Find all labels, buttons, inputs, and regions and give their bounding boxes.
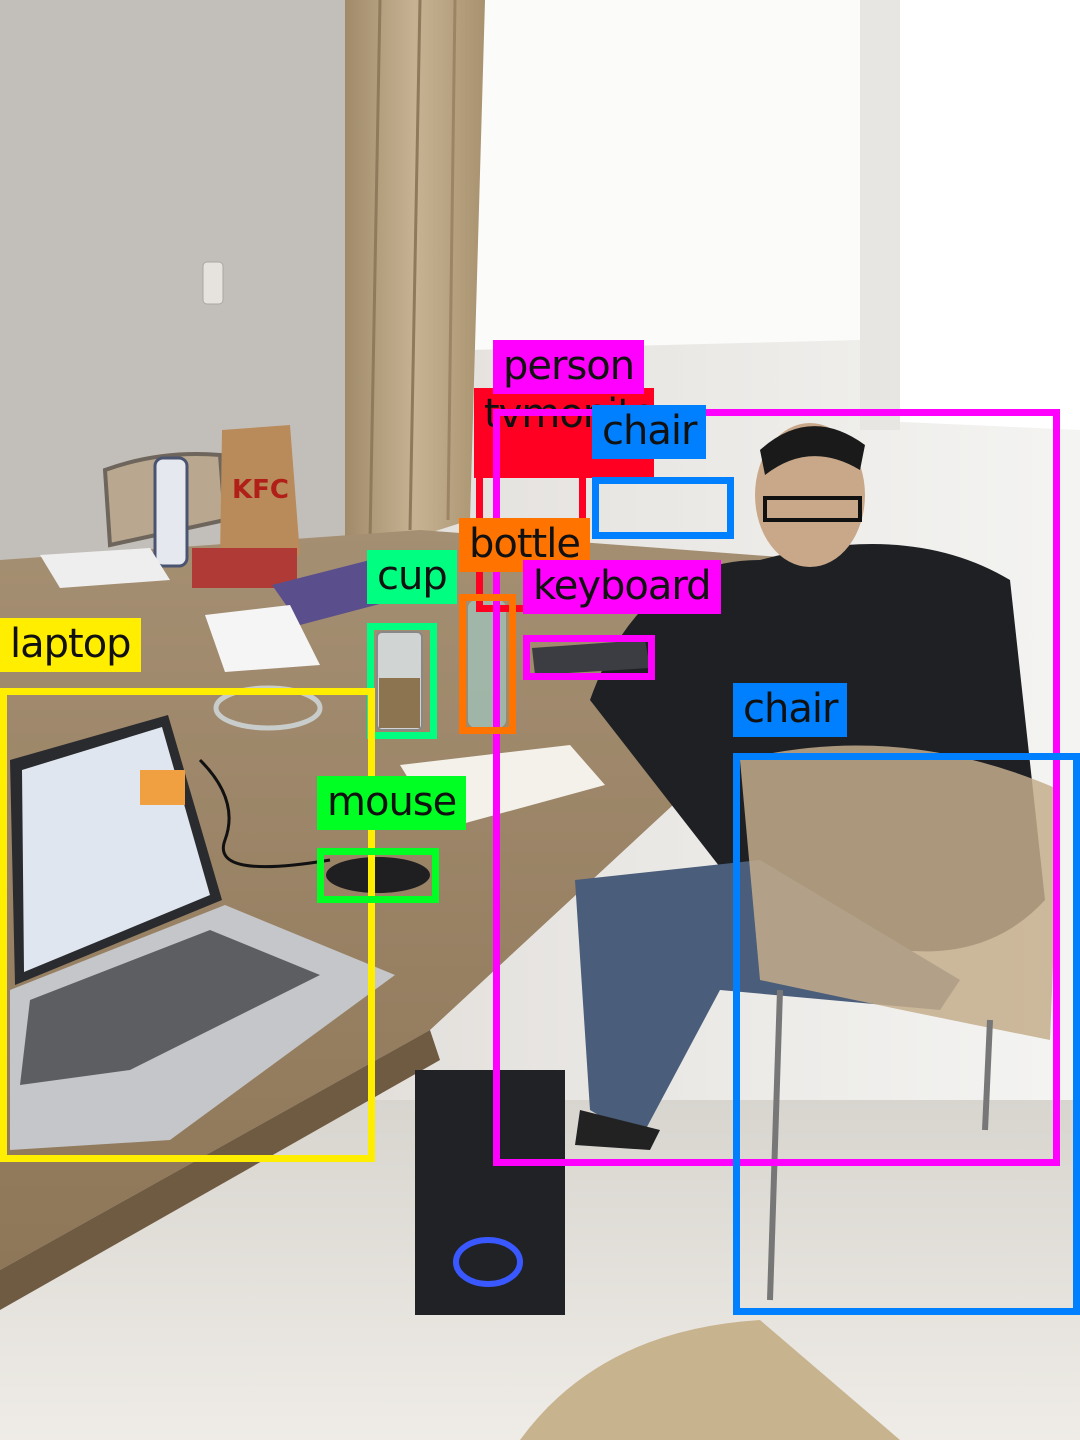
- detection-box-cup: [367, 623, 437, 739]
- kfc-bag-logo: KFC: [232, 475, 289, 505]
- detection-box-mouse: [317, 848, 439, 903]
- detection-label-keyboard: keyboard: [523, 560, 721, 614]
- detection-box-chair: [592, 477, 734, 539]
- detection-box-keyboard: [523, 635, 655, 680]
- detection-box-laptop: [0, 688, 375, 1162]
- detection-label-chair: chair: [592, 405, 707, 459]
- detection-label-chair: chair: [733, 683, 848, 737]
- detection-label-person: person: [493, 340, 645, 394]
- detection-box-person: [493, 409, 1060, 1166]
- detection-label-cup: cup: [367, 550, 457, 604]
- detection-box-bottle: [459, 594, 516, 734]
- detection-box-chair: [733, 753, 1080, 1315]
- detection-label-mouse: mouse: [317, 776, 467, 830]
- detection-label-laptop: laptop: [0, 618, 141, 672]
